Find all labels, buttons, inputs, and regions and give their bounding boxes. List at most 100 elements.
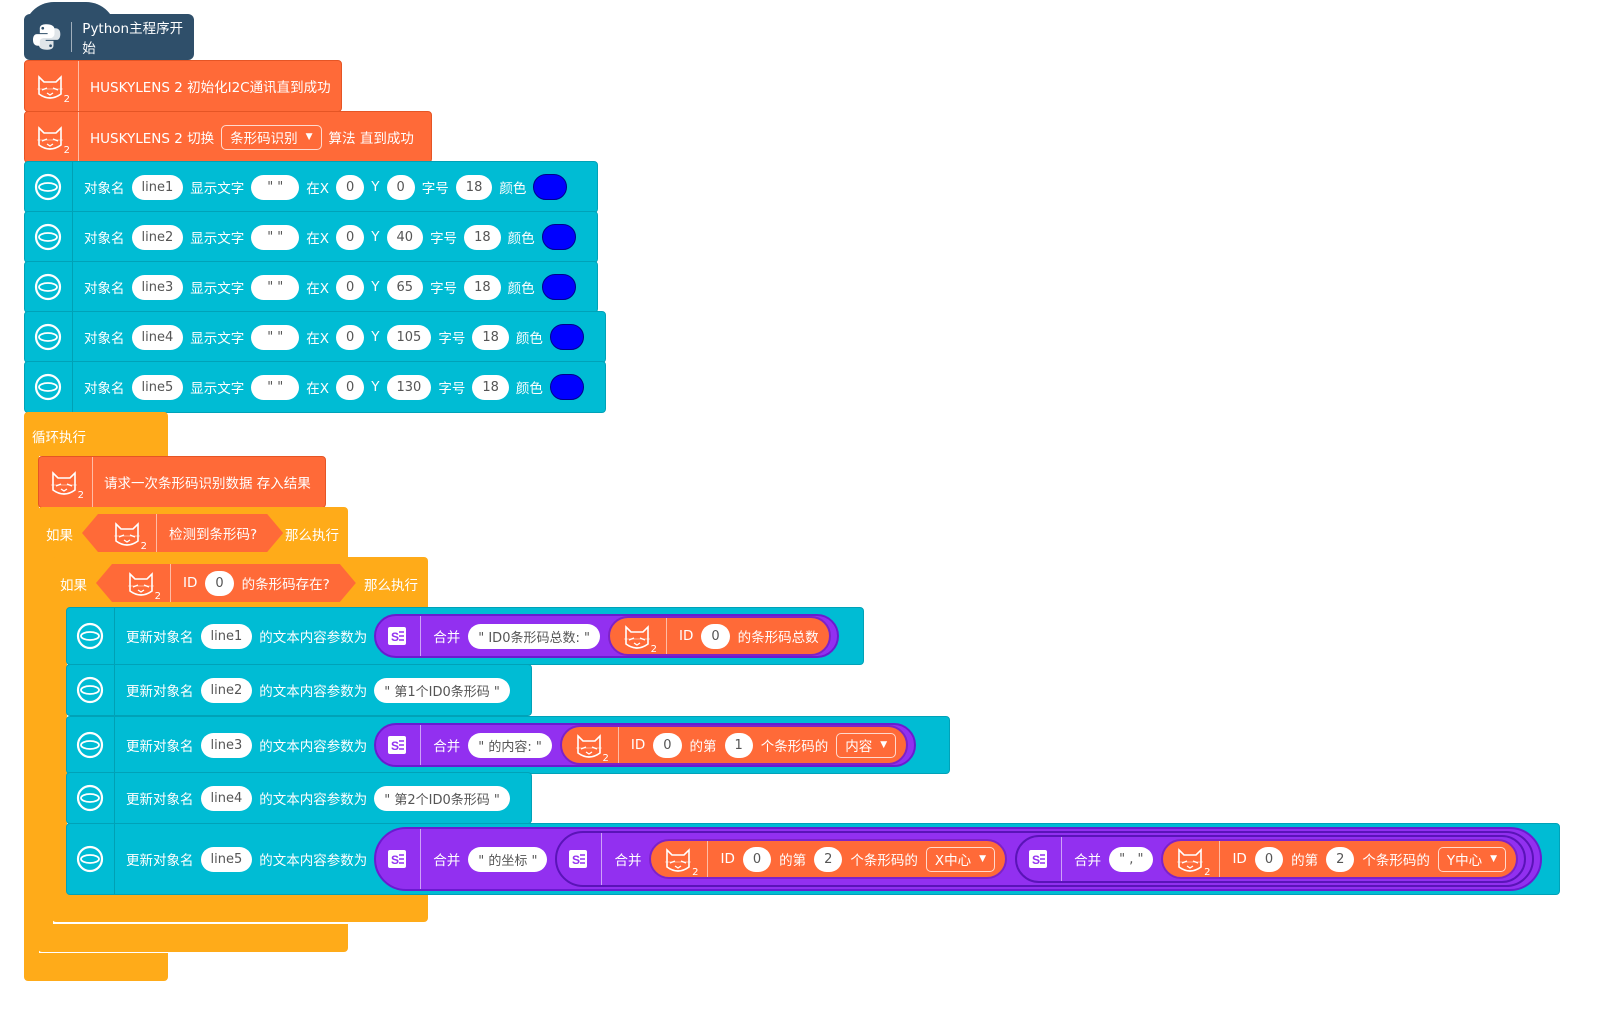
y-input[interactable]: 105 — [386, 324, 432, 350]
text-input[interactable]: " " — [251, 374, 300, 400]
x-label: 在X — [306, 381, 329, 397]
text-input[interactable]: " " — [251, 224, 300, 250]
oled-ring-icon — [33, 322, 63, 352]
oled-show-text-block[interactable]: 对象名 line2 显示文字 " " 在X 0 Y 40 字号 18 颜色 — [24, 211, 598, 263]
y-input[interactable]: 65 — [386, 274, 424, 300]
font-size-input[interactable]: 18 — [464, 274, 501, 300]
color-swatch[interactable] — [549, 324, 584, 350]
text-join-block[interactable]: 合并 " 的内容: " 2 ID 0 的第 1 个条形码的 内容▼ — [374, 723, 917, 767]
barcode-y-center-reporter[interactable]: 2 ID 0 的第 2 个条形码的 Y中心▼ — [1161, 839, 1519, 879]
huskylens-switch-algorithm-block[interactable]: 2 HUSKYLENS 2 切换 条形码识别▼ 算法 直到成功 — [24, 111, 432, 163]
loop-label: 循环执行 — [32, 430, 86, 446]
obj-name-input[interactable]: line5 — [131, 374, 184, 400]
request-label: 请求一次条形码识别数据 存入结果 — [104, 476, 311, 492]
string-input[interactable]: " 第1个ID0条形码 " — [374, 677, 510, 703]
text-join-block[interactable]: 合并 " ID0条形码总数: " 2 ID 0 的条形码总数 — [374, 614, 839, 658]
font-size-input[interactable]: 18 — [464, 224, 501, 250]
obj-name-input[interactable]: line2 — [131, 224, 184, 250]
oled-show-text-block[interactable]: 对象名 line4 显示文字 " " 在X 0 Y 105 字号 18 颜色 — [24, 311, 606, 363]
oled-ring-icon — [33, 222, 63, 252]
font-size-input[interactable]: 18 — [455, 174, 493, 200]
init-label: HUSKYLENS 2 初始化I2C通讯直到成功 — [90, 80, 331, 96]
obj-name-input[interactable]: line1 — [131, 174, 184, 200]
y-input[interactable]: 0 — [386, 174, 415, 200]
text-join-block[interactable]: 合并 " 的坐标 " 合并 2 ID 0 的第 2 个条形码的 X中心▼ 合并 … — [374, 827, 1543, 891]
string-input[interactable]: " 的坐标 " — [468, 846, 548, 872]
font-size-input[interactable]: 18 — [472, 374, 509, 400]
index-input[interactable]: 2 — [1326, 846, 1355, 872]
huskylens-cat-icon: 2 — [661, 842, 698, 878]
font-size-label: 字号 — [430, 231, 458, 247]
id-input[interactable]: 0 — [1254, 846, 1284, 872]
chevron-down-icon: ▼ — [305, 132, 313, 142]
y-input[interactable]: 40 — [386, 224, 424, 250]
python-main-block[interactable]: Python主程序开始 — [24, 2, 194, 60]
huskylens-init-block[interactable]: 2 HUSKYLENS 2 初始化I2C通讯直到成功 — [24, 60, 342, 112]
property-dropdown-value: X中心 — [934, 853, 972, 869]
update-text-block-line1[interactable]: 更新对象名 line1 的文本内容参数为 合并 " ID0条形码总数: " 2 … — [66, 607, 864, 665]
x-input[interactable]: 0 — [335, 324, 365, 350]
id-barcode-exists-condition[interactable]: 2 ID 0 的条形码存在? — [96, 564, 356, 602]
oled-show-text-block[interactable]: 对象名 line1 显示文字 " " 在X 0 Y 0 字号 18 颜色 — [24, 161, 598, 213]
obj-name-input[interactable]: line4 — [200, 785, 253, 811]
obj-name-input[interactable]: line2 — [200, 677, 253, 703]
text-join-icon — [386, 625, 408, 647]
request-barcode-data-block[interactable]: 2 请求一次条形码识别数据 存入结果 — [38, 456, 326, 508]
string-input[interactable]: " 第2个ID0条形码 " — [374, 785, 510, 811]
if-id-barcode-exists-block[interactable]: 如果 2 ID 0 的条形码存在? 那么执行 — [52, 557, 428, 609]
obj-name-input[interactable]: line3 — [131, 274, 184, 300]
show-text-label: 显示文字 — [190, 331, 245, 347]
update-prefix-label: 更新对象名 — [126, 684, 194, 700]
string-input[interactable]: " ID0条形码总数: " — [468, 623, 600, 649]
obj-name-input[interactable]: line1 — [200, 623, 253, 649]
if-barcode-detected-block[interactable]: 如果 2 检测到条形码? 那么执行 — [38, 507, 348, 559]
property-dropdown[interactable]: X中心▼ — [925, 846, 996, 872]
y-label: Y — [371, 279, 380, 295]
x-input[interactable]: 0 — [335, 274, 365, 300]
obj-name-input[interactable]: line3 — [200, 732, 253, 758]
x-input[interactable]: 0 — [335, 174, 365, 200]
y-label: Y — [371, 229, 380, 245]
update-text-block-line2[interactable]: 更新对象名 line2 的文本内容参数为 " 第1个ID0条形码 " — [66, 664, 532, 716]
barcode-total-reporter[interactable]: 2 ID 0 的条形码总数 — [607, 616, 831, 656]
property-dropdown[interactable]: 内容▼ — [836, 732, 897, 758]
oled-show-text-block[interactable]: 对象名 line5 显示文字 " " 在X 0 Y 130 字号 18 颜色 — [24, 361, 606, 413]
x-label: 在X — [306, 281, 329, 297]
barcode-x-center-reporter[interactable]: 2 ID 0 的第 2 个条形码的 X中心▼ — [649, 839, 1008, 879]
update-text-block-line4[interactable]: 更新对象名 line4 的文本内容参数为 " 第2个ID0条形码 " — [66, 772, 532, 824]
show-text-label: 显示文字 — [190, 231, 245, 247]
id-input[interactable]: 0 — [653, 732, 682, 758]
update-text-block-line3[interactable]: 更新对象名 line3 的文本内容参数为 合并 " 的内容: " 2 ID 0 … — [66, 716, 950, 774]
index-input[interactable]: 1 — [724, 732, 753, 758]
barcode-detected-condition[interactable]: 2 检测到条形码? — [82, 514, 283, 552]
x-input[interactable]: 0 — [335, 224, 365, 250]
color-swatch[interactable] — [541, 274, 576, 300]
index-input[interactable]: 2 — [814, 846, 843, 872]
color-swatch[interactable] — [549, 374, 584, 400]
id-input[interactable]: 0 — [205, 571, 233, 596]
y-input[interactable]: 130 — [386, 374, 432, 400]
color-swatch[interactable] — [541, 224, 576, 250]
obj-name-input[interactable]: line5 — [200, 846, 253, 872]
oled-show-text-block[interactable]: 对象名 line3 显示文字 " " 在X 0 Y 65 字号 18 颜色 — [24, 261, 598, 313]
comma-string-input[interactable]: " , " — [1109, 846, 1154, 872]
x-input[interactable]: 0 — [335, 374, 365, 400]
chevron-down-icon: ▼ — [1490, 854, 1498, 864]
text-join-nested-block[interactable]: 合并 " , " 2 ID 0 的第 2 个条形码的 Y中心▼ — [1015, 835, 1527, 883]
forever-loop-block[interactable]: 循环执行 — [24, 412, 168, 456]
id-input[interactable]: 0 — [742, 846, 772, 872]
id-input[interactable]: 0 — [701, 623, 730, 649]
color-swatch[interactable] — [533, 174, 568, 200]
algorithm-dropdown[interactable]: 条形码识别▼ — [221, 124, 322, 150]
condition-label: 的条形码存在? — [241, 577, 330, 593]
font-size-input[interactable]: 18 — [472, 324, 509, 350]
barcode-property-reporter[interactable]: 2 ID 0 的第 1 个条形码的 内容▼ — [559, 725, 909, 765]
update-text-block-line5[interactable]: 更新对象名 line5 的文本内容参数为 合并 " 的坐标 " 合并 2 ID … — [66, 823, 1560, 895]
text-join-inner-block[interactable]: 合并 2 ID 0 的第 2 个条形码的 X中心▼ 合并 " , " 2 ID — [555, 831, 1535, 887]
obj-name-input[interactable]: line4 — [131, 324, 184, 350]
text-input[interactable]: " " — [251, 174, 300, 200]
property-dropdown[interactable]: Y中心▼ — [1437, 846, 1507, 872]
string-input[interactable]: " 的内容: " — [468, 732, 552, 758]
text-input[interactable]: " " — [251, 324, 300, 350]
text-input[interactable]: " " — [251, 274, 300, 300]
